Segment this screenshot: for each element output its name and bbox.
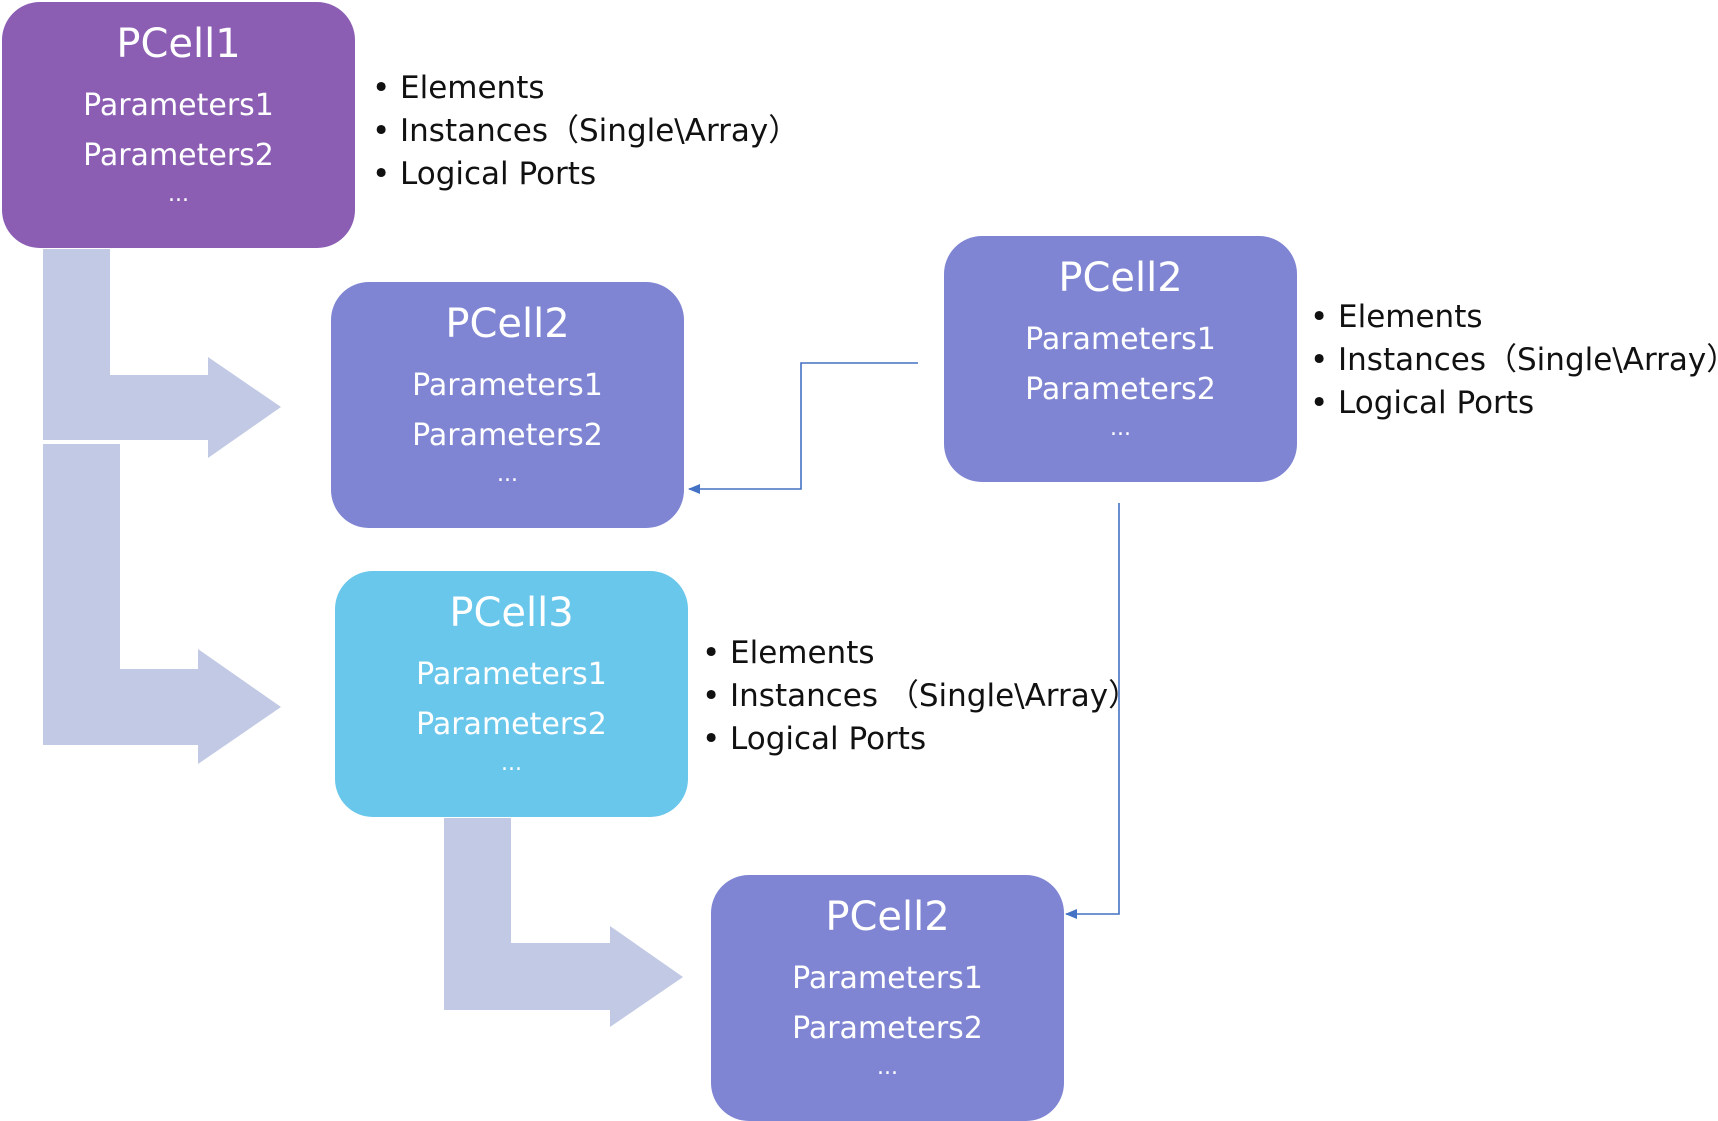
pcell2-right-ellipsis: ... [1110,416,1131,441]
pcell2-middle-ellipsis: ... [497,462,518,487]
pcell2-right-box: PCell2 Parameters1 Parameters2 ... [944,236,1297,482]
list-item-text: Elements [730,635,875,671]
pcell2-bottom-title: PCell2 [825,894,950,940]
pcell3-ellipsis: ... [501,751,522,776]
list-item-text: Elements [400,70,545,106]
bullet-list-right: •Elements •Instances（Single\Array） •Logi… [1310,296,1718,425]
list-item-text: Instances （Single\Array） [730,678,1140,714]
pcell2-middle-box: PCell2 Parameters1 Parameters2 ... [331,282,684,528]
list-item-text: Instances（Single\Array） [1338,342,1718,378]
block-arrow-pcell1-to-pcell2 [43,249,281,458]
pcell2-right-parameters1: Parameters1 [1025,322,1216,357]
list-item: •Instances（Single\Array） [1310,339,1718,382]
pcell3-title: PCell3 [449,590,574,636]
pcell2-middle-parameters1: Parameters1 [412,368,603,403]
pcell1-title: PCell1 [116,21,241,67]
block-arrow-pcell1-to-pcell3 [43,444,281,764]
list-item: •Logical Ports [372,153,799,196]
bullet-dot: • [1310,385,1329,421]
pcell1-parameters1: Parameters1 [83,88,274,123]
bullet-dot: • [702,721,721,757]
pcell2-bottom-box: PCell2 Parameters1 Parameters2 ... [711,875,1064,1121]
list-item-text: Elements [1338,299,1483,335]
list-item: •Logical Ports [1310,382,1718,425]
list-item-text: Logical Ports [1338,385,1535,421]
pcell1-parameters2: Parameters2 [83,138,274,173]
pcell2-bottom-parameters1: Parameters1 [792,961,983,996]
list-item: •Logical Ports [702,718,1139,761]
pcell2-right-title: PCell2 [1058,255,1183,301]
bullet-dot: • [372,70,391,106]
list-item: •Instances（Single\Array） [372,110,799,153]
list-item-text: Logical Ports [400,156,597,192]
list-item: •Elements [1310,296,1718,339]
pcell2-bottom-ellipsis: ... [877,1055,898,1080]
pcell3-box: PCell3 Parameters1 Parameters2 ... [335,571,688,817]
list-item: •Instances （Single\Array） [702,675,1139,718]
list-item: •Elements [702,632,1139,675]
bullet-list-middle: •Elements •Instances （Single\Array） •Log… [702,632,1139,761]
pcell2-bottom-parameters2: Parameters2 [792,1011,983,1046]
block-arrow-pcell3-to-pcell2 [444,818,683,1027]
bullet-dot: • [702,635,721,671]
pcell1-box: PCell1 Parameters1 Parameters2 ... [2,2,355,248]
pcell1-ellipsis: ... [168,182,189,207]
bullet-dot: • [372,156,391,192]
bullet-dot: • [1310,342,1329,378]
bullet-list-top: •Elements •Instances（Single\Array） •Logi… [372,67,799,196]
pcell3-parameters1: Parameters1 [416,657,607,692]
pcell2-right-parameters2: Parameters2 [1025,372,1216,407]
connector-right-pcell2-to-bottom-pcell2 [1065,503,1120,919]
pcell2-middle-parameters2: Parameters2 [412,418,603,453]
list-item: •Elements [372,67,799,110]
list-item-text: Logical Ports [730,721,927,757]
bullet-dot: • [372,113,391,149]
pcell2-middle-title: PCell2 [445,301,570,347]
connector-right-pcell2-to-middle-pcell2 [688,362,918,494]
bullet-dot: • [1310,299,1329,335]
list-item-text: Instances（Single\Array） [400,113,800,149]
bullet-dot: • [702,678,721,714]
pcell3-parameters2: Parameters2 [416,707,607,742]
